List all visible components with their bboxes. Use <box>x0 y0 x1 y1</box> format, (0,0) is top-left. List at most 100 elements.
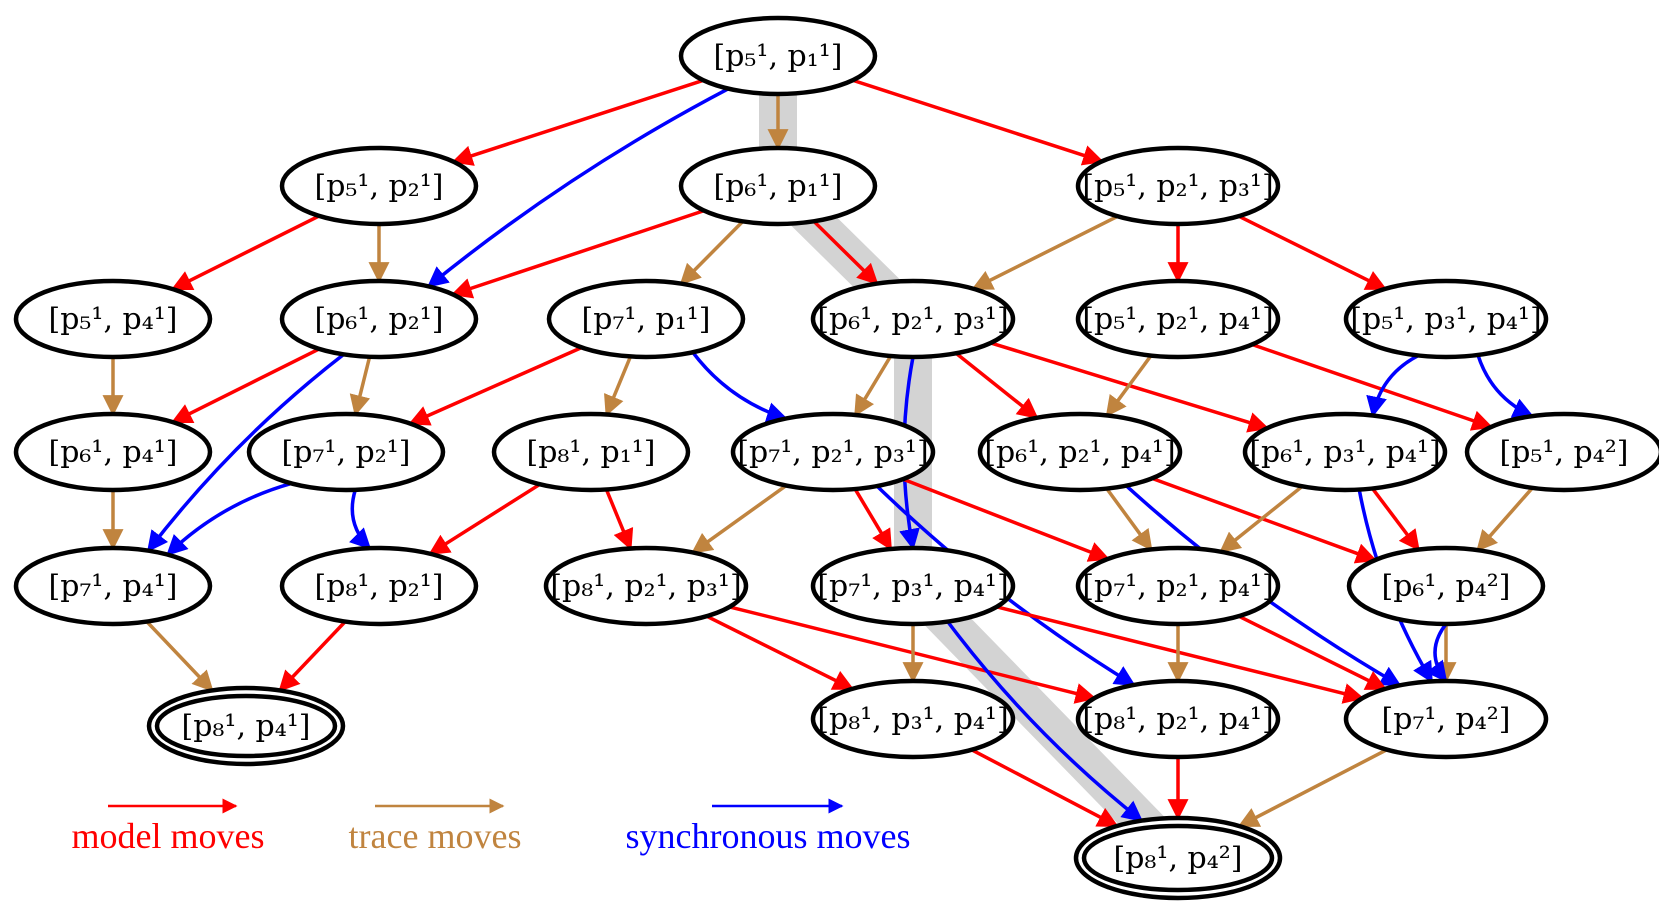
edge-model-n6-n11 <box>170 347 320 424</box>
edge-trace-n16-n22 <box>1219 484 1304 554</box>
state-node-label: [p₈¹, p₂¹, p₃¹] <box>550 569 741 604</box>
state-node-label: [p₆¹, p₄¹] <box>49 435 178 470</box>
state-node-label: [p₅¹, p₃¹, p₄¹] <box>1350 302 1541 337</box>
state-node: [p₈¹, p₄¹] <box>146 685 346 767</box>
state-node-ellipse <box>546 278 746 360</box>
edge-sync-n6-n18 <box>146 353 345 553</box>
state-node: [p₆¹, p₂¹, p₃¹] <box>810 278 1016 360</box>
state-node-label: [p₇¹, p₂¹] <box>282 435 411 470</box>
state-node-label: [p₇¹, p₄¹] <box>49 569 178 604</box>
edge-trace-n14-n20 <box>691 484 788 554</box>
state-node-label: [p₅¹, p₂¹, p₃¹] <box>1082 169 1273 204</box>
state-node: [p₆¹, p₄¹] <box>13 411 213 493</box>
state-node-label: [p₇¹, p₃¹, p₄¹] <box>817 569 1008 604</box>
edge-trace-n18-n24 <box>145 620 214 692</box>
edge-model-n13-n19 <box>428 482 541 556</box>
state-node-ellipse <box>810 678 1016 760</box>
state-node-label: [p₈¹, p₄²] <box>1114 841 1243 876</box>
edges <box>102 78 1535 828</box>
state-node-label: [p₆¹, p₂¹] <box>315 302 444 337</box>
state-node-label: [p₇¹, p₄²] <box>1382 702 1511 737</box>
edge-model-n3-n8 <box>812 220 879 286</box>
state-node-label: [p₈¹, p₄¹] <box>182 709 311 744</box>
edge-model-n16-n23 <box>1371 487 1420 552</box>
nodes: [p₅¹, p₁¹][p₅¹, p₂¹][p₆¹, p₁¹][p₅¹, p₂¹,… <box>13 15 1659 901</box>
edge-model-n1-n2 <box>451 78 704 166</box>
state-node: [p₈¹, p₂¹, p₃¹] <box>543 545 749 627</box>
state-node: [p₆¹, p₃¹, p₄¹] <box>1242 411 1448 493</box>
edge-model-n1-n4 <box>852 78 1104 166</box>
state-node-label: [p₈¹, p₁¹] <box>527 435 656 470</box>
edge-sync-n12-n18 <box>166 481 292 557</box>
state-node-ellipse <box>279 545 479 627</box>
edge-sync-n23-n27 <box>1426 622 1448 683</box>
state-node-label: [p₆¹, p₁¹] <box>714 169 843 204</box>
legend-trace-label: trace moves <box>349 816 522 856</box>
edge-model-n7-n12 <box>408 345 583 426</box>
state-node-label: [p₆¹, p₄²] <box>1382 569 1511 604</box>
state-node: [p₅¹, p₃¹, p₄¹] <box>1343 278 1549 360</box>
edge-model-n25-n28 <box>970 748 1119 828</box>
state-node-label: [p₈¹, p₂¹, p₄¹] <box>1082 702 1273 737</box>
edge-trace-n4-n8 <box>971 214 1119 291</box>
edge-sync-n7-n14 <box>691 351 788 423</box>
state-node-label: [p₈¹, p₃¹, p₄¹] <box>817 702 1008 737</box>
edge-trace-n27-n28 <box>1237 748 1388 828</box>
state-node-ellipse <box>13 545 213 627</box>
state-node: [p₇¹, p₄¹] <box>13 545 213 627</box>
state-node-ellipse <box>1075 678 1281 760</box>
state-node: [p₆¹, p₁¹] <box>678 145 878 227</box>
state-node-ellipse <box>1075 278 1281 360</box>
edge-sync-n21-n28 <box>946 620 1144 823</box>
edge-model-n8-n15 <box>954 351 1039 420</box>
edge-sync-n12-n19 <box>348 489 372 550</box>
state-node-ellipse <box>678 15 878 97</box>
edge-model-n20-n25 <box>705 614 855 691</box>
edge-trace-n9-n15 <box>1105 354 1153 418</box>
state-node: [p₇¹, p₄²] <box>1343 678 1549 760</box>
edge-model-n14-n22 <box>902 477 1111 562</box>
state-node: [p₈¹, p₄²] <box>1073 815 1283 901</box>
state-node-label: [p₇¹, p₁¹] <box>582 302 711 337</box>
state-node-ellipse <box>810 278 1016 360</box>
state-node-ellipse <box>279 278 479 360</box>
state-node-ellipse <box>678 145 878 227</box>
edge-sync-n10-n17 <box>1476 354 1535 418</box>
state-node-ellipse <box>1242 411 1448 493</box>
state-node-ellipse <box>1075 145 1281 227</box>
edge-trace-n7-n13 <box>604 355 633 417</box>
state-node-ellipse <box>1346 545 1546 627</box>
state-node: [p₅¹, p₄²] <box>1464 411 1659 493</box>
state-node: [p₅¹, p₁¹] <box>678 15 878 97</box>
state-node-ellipse <box>1075 545 1281 627</box>
state-node-ellipse <box>491 411 691 493</box>
final-state-inner-ring <box>154 693 338 759</box>
state-node: [p₈¹, p₂¹, p₄¹] <box>1075 678 1281 760</box>
state-node: [p₅¹, p₄¹] <box>13 278 213 360</box>
state-node-ellipse <box>246 411 446 493</box>
edge-model-n14-n21 <box>853 488 893 551</box>
state-node: [p₅¹, p₂¹, p₃¹] <box>1075 145 1281 227</box>
edge-model-n4-n10 <box>1238 214 1388 291</box>
legend-sync-label: synchronous moves <box>626 816 911 856</box>
state-node-ellipse <box>1464 411 1659 493</box>
state-node: [p₇¹, p₂¹, p₃¹] <box>730 411 936 493</box>
state-node-label: [p₅¹, p₁¹] <box>714 39 843 74</box>
state-node-ellipse <box>977 411 1183 493</box>
state-node-ellipse <box>810 545 1016 627</box>
state-node-label: [p₆¹, p₃¹, p₄¹] <box>1249 435 1440 470</box>
edge-trace-n17-n23 <box>1476 486 1534 552</box>
state-node: [p₅¹, p₂¹, p₄¹] <box>1075 278 1281 360</box>
legend-model-label: model moves <box>72 816 265 856</box>
state-node: [p₇¹, p₂¹] <box>246 411 446 493</box>
state-node-ellipse <box>543 545 749 627</box>
state-node-label: [p₈¹, p₂¹] <box>315 569 444 604</box>
edge-model-n13-n20 <box>604 488 634 551</box>
state-node-label: [p₇¹, p₂¹, p₃¹] <box>737 435 928 470</box>
edge-model-n9-n17 <box>1251 342 1494 431</box>
edge-sync-n1-n6 <box>426 87 730 288</box>
state-node-label: [p₆¹, p₂¹, p₄¹] <box>984 435 1175 470</box>
edge-model-n2-n5 <box>170 214 320 291</box>
state-node-label: [p₅¹, p₄²] <box>1500 435 1629 470</box>
